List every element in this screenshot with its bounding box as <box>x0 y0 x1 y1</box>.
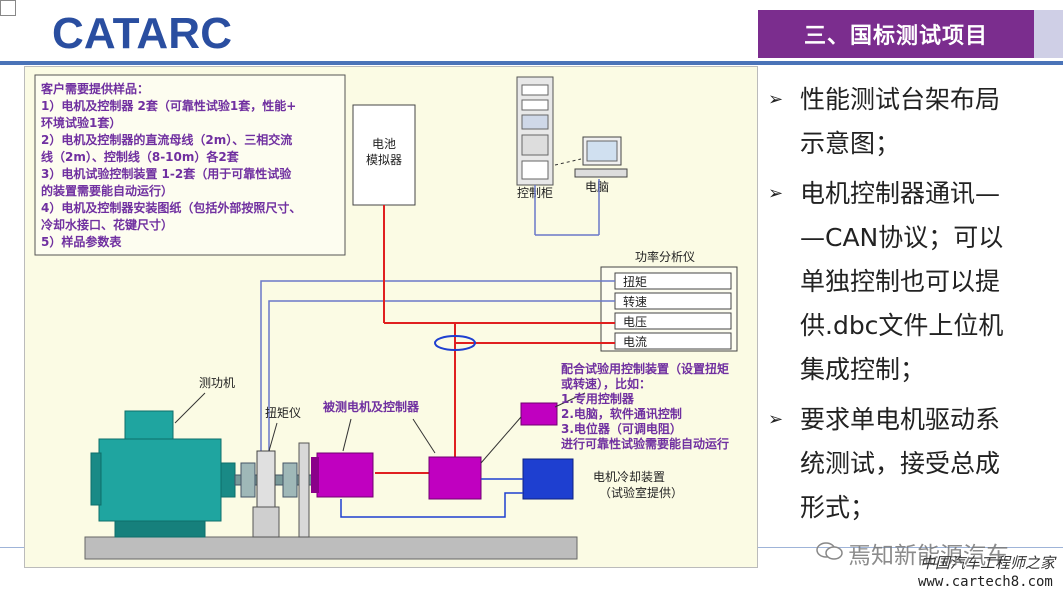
watermark-site-name: 中国汽车工程师之家 <box>920 554 1056 572</box>
coupling-left <box>240 462 256 498</box>
sample-note-line: 5）样品参数表 <box>41 234 122 249</box>
test-bench-diagram: 客户需要提供样品： 1）电机及控制器 2套（可靠性试验1套，性能+ 环境试验1套） 2… <box>24 66 758 568</box>
control-device-note-line: 或转速），比如： <box>561 376 651 391</box>
section-title: 三、国标测试项目 <box>758 10 1034 58</box>
cooling-label-1: 电机冷却装置 <box>593 470 665 484</box>
bullet-line: 集成控制； <box>800 355 926 384</box>
dynamometer-callout <box>174 392 206 424</box>
control-device-note-line: 2.电脑，软件通讯控制 <box>561 406 682 421</box>
bullet-text: 要求单电机驱动系统测试，接受总成形式； <box>800 398 1000 530</box>
motor-label: 被测电机及控制器 <box>323 399 420 414</box>
battery-simulator-label-2: 模拟器 <box>366 153 402 167</box>
wechat-icon <box>816 542 843 560</box>
computer-icon <box>574 136 628 178</box>
bullet-list: ➢ 性能测试台架布局示意图； ➢ 电机控制器通讯— —CAN协议；可以单独控制也可以提供… <box>768 78 1060 536</box>
control-device-notes: 配合试验用控制装置（设置扭矩或转速），比如：1.专用控制器2.电脑，软件通讯控制… <box>561 361 729 451</box>
motor-bracket <box>298 442 310 538</box>
cabinet-computer-link <box>554 158 582 166</box>
bullet-item: ➢ 要求单电机驱动系统测试，接受总成形式； <box>768 398 1060 530</box>
window-corner-handle <box>0 0 16 16</box>
bullet-text: 性能测试台架布局示意图； <box>800 78 1000 166</box>
torque-meter-label: 扭矩仪 <box>265 406 301 420</box>
bullet-line: 形式； <box>800 493 876 522</box>
controller-callout <box>412 418 436 454</box>
cooling-pipe-loop <box>340 492 523 518</box>
battery-simulator-box <box>352 104 416 206</box>
sample-notes-box <box>34 74 346 256</box>
bullet-item: ➢ 性能测试台架布局示意图； <box>768 78 1060 166</box>
sample-note-line: 环境试验1套） <box>41 115 121 130</box>
coupling-right <box>282 462 298 498</box>
channel-torque: 扭矩 <box>623 275 647 289</box>
motor-controller <box>428 456 482 500</box>
bullet-line: 要求单电机驱动系 <box>800 405 1001 434</box>
bullet-line: —CAN协议；可以 <box>800 223 1004 252</box>
bullet-arrow-icon: ➢ <box>768 183 784 204</box>
computer-label: 电脑 <box>585 180 609 194</box>
sample-note-line: 3）电机试验控制装置 1-2套（用于可靠性试验 <box>41 166 292 181</box>
battery-simulator-label-1: 电池 <box>372 137 396 151</box>
control-device-callout <box>554 392 586 408</box>
control-cabinet-icon <box>516 76 554 186</box>
bullet-line: 单独控制也可以提 <box>800 267 1001 296</box>
dynamometer-label: 测功机 <box>199 376 235 390</box>
test-bed-base <box>84 536 578 560</box>
sample-note-line: 客户需要提供样品： <box>40 81 149 96</box>
sample-notes: 客户需要提供样品： 1）电机及控制器 2套（可靠性试验1套，性能+ 环境试验1套） 2… <box>40 81 301 249</box>
control-device-note-line: 进行可靠性试验需要能自动运行 <box>561 436 729 451</box>
control-device <box>520 402 558 426</box>
torque-meter-icon <box>252 450 280 538</box>
bullet-line: 性能测试台架布局 <box>800 85 1001 114</box>
bullet-line: 示意图； <box>800 129 901 158</box>
bullet-arrow-icon: ➢ <box>768 409 784 430</box>
control-device-note-line: 配合试验用控制装置（设置扭矩 <box>561 361 729 376</box>
control-device-note-line: 1.专用控制器 <box>561 391 635 406</box>
channel-voltage: 电压 <box>623 315 647 329</box>
control-device-link <box>480 416 522 464</box>
channel-current: 电流 <box>623 335 647 349</box>
power-analyzer-title: 功率分析仪 <box>635 249 695 264</box>
current-clamp-icon <box>434 335 476 351</box>
torque-meter-callout <box>268 422 278 452</box>
bullet-item: ➢ 电机控制器通讯— —CAN协议；可以单独控制也可以提供.dbc文件上位机集成控制… <box>768 172 1060 392</box>
watermark-url: www.cartech8.com <box>918 574 1053 590</box>
section-title-text: 三、国标测试项目 <box>803 24 988 49</box>
bullet-line: 供.dbc文件上位机 <box>800 311 1004 340</box>
speed-signal-line <box>268 300 615 451</box>
motor-callout <box>342 418 352 452</box>
sample-note-line: 的装置需要能自动运行） <box>41 183 173 198</box>
dynamometer-icon <box>90 410 236 538</box>
motor-under-test <box>316 452 374 498</box>
channel-speed: 转速 <box>623 294 647 309</box>
title-bar-edge <box>1034 10 1063 58</box>
bullet-text: 电机控制器通讯— —CAN协议；可以单独控制也可以提供.dbc文件上位机集成控制； <box>800 172 1003 392</box>
catarc-logo: CATARC <box>52 10 232 54</box>
sample-note-line: 线（2m）、控制线（8-10m）各2套 <box>41 149 240 164</box>
cooling-label-2: （试验室提供） <box>599 485 683 500</box>
torque-signal-line <box>260 280 615 451</box>
control-device-note-line: 3.电位器（可调电阻） <box>561 421 682 436</box>
analyzer-channels <box>614 272 732 350</box>
sample-note-line: 冷却水接口、花键尺寸） <box>41 217 173 232</box>
watermark-account: 焉知新能源汽车 <box>848 543 1009 569</box>
sample-note-line: 4）电机及控制器安装图纸（包括外部按照尺寸、 <box>41 200 301 215</box>
cooling-device <box>522 458 574 500</box>
logo-text: CATARC <box>52 10 231 54</box>
bullet-line: 电机控制器通讯— <box>800 179 1001 208</box>
header-divider <box>0 61 1063 65</box>
sample-note-line: 1）电机及控制器 2套（可靠性试验1套，性能+ <box>41 98 296 113</box>
motor-flange <box>311 457 319 493</box>
bullet-arrow-icon: ➢ <box>768 89 784 110</box>
bullet-line: 统测试，接受总成 <box>800 449 1001 478</box>
sample-note-line: 2）电机及控制器的直流母线（2m）、三相交流 <box>41 132 292 147</box>
